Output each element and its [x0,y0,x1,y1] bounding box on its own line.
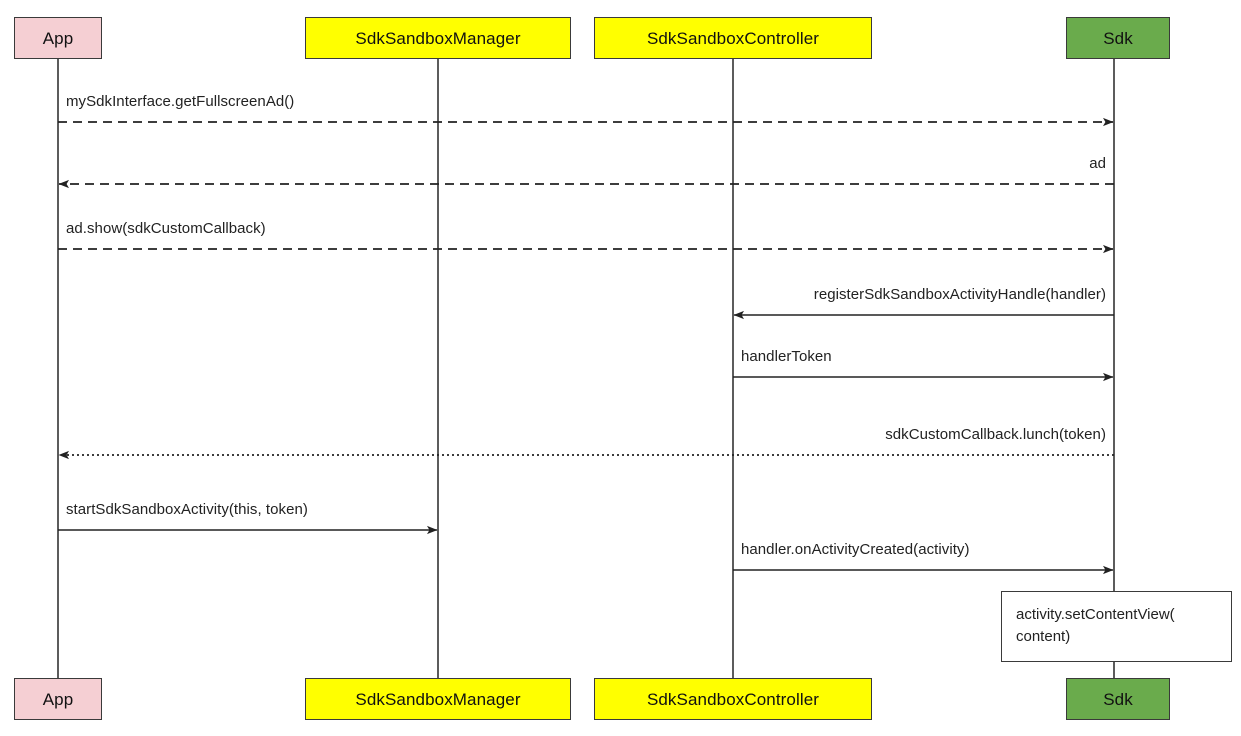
message-label-startsdksandboxactivity: startSdkSandboxActivity(this, token) [66,501,308,518]
participant-box-app-bottom[interactable]: App [14,678,102,720]
lifelines-group [57,59,1115,678]
note-line-2: content) [1016,627,1071,645]
participant-label-app-top: App [42,28,74,48]
participant-box-sdksandboxcontroller-bottom[interactable]: SdkSandboxController [594,678,872,720]
participant-box-sdk-bottom[interactable]: Sdk [1066,678,1170,720]
participant-label-sdk-top: Sdk [1103,28,1133,48]
participant-label-sdksandboxcontroller-top: SdkSandboxController [646,28,820,48]
participant-label-sdk-bottom: Sdk [1103,689,1133,709]
participant-box-sdksandboxcontroller-top[interactable]: SdkSandboxController [594,17,872,59]
message-label-handler-onactivitycreated: handler.onActivityCreated(activity) [741,541,970,558]
message-label-registersdksandboxactivityhandle: registerSdkSandboxActivityHandle(handler… [813,286,1106,303]
participant-label-sdksandboxcontroller-bottom: SdkSandboxController [646,689,820,709]
message-label-handlertoken: handlerToken [741,348,832,365]
message-label-getfullscreenad: mySdkInterface.getFullscreenAd() [66,93,295,110]
message-label-ad-show: ad.show(sdkCustomCallback) [66,220,266,237]
participant-label-app-bottom: App [42,689,74,709]
participant-box-sdksandboxmanager-top[interactable]: SdkSandboxManager [305,17,571,59]
message-label-ad: ad [1089,155,1106,172]
message-arrows-group [58,117,1114,575]
participant-label-sdksandboxmanager-top: SdkSandboxManager [355,28,521,48]
message-label-sdkcustomcallback-lunch: sdkCustomCallback.lunch(token) [885,426,1106,443]
participant-box-app-top[interactable]: App [14,17,102,59]
participant-box-sdk-top[interactable]: Sdk [1066,17,1170,59]
note-line-1: activity.setContentView( [1016,606,1175,623]
note-activity-setcontentview: activity.setContentView( content) [1001,591,1232,662]
participant-box-sdksandboxmanager-bottom[interactable]: SdkSandboxManager [305,678,571,720]
participant-label-sdksandboxmanager-bottom: SdkSandboxManager [355,689,521,709]
